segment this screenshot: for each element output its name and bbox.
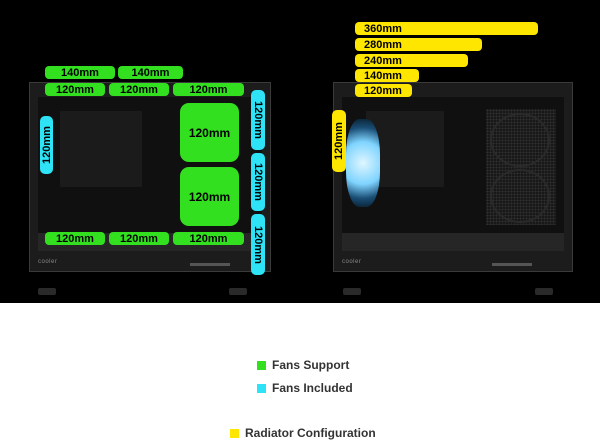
bottom-fan-120-label-3: 120mm bbox=[173, 232, 244, 245]
bottom-fan-120-label-2: 120mm bbox=[109, 232, 169, 245]
front-fan-120-label-2: 120mm bbox=[180, 167, 239, 226]
legend-label: Fans Support bbox=[272, 358, 350, 372]
front-fan-included-label-2: 120mm bbox=[251, 153, 265, 211]
radiator-swatch bbox=[230, 428, 239, 438]
top-fan-120-label-3: 120mm bbox=[173, 83, 244, 96]
radiator-360-label: 360mm bbox=[355, 22, 538, 35]
fans-included-swatch bbox=[257, 383, 266, 393]
fans-support-swatch bbox=[257, 360, 266, 370]
radiator-140-label: 140mm bbox=[355, 69, 419, 82]
legend-label: Fans Included bbox=[272, 381, 353, 395]
top-fan-140-label-1: 140mm bbox=[45, 66, 115, 79]
radiator-240-label: 240mm bbox=[355, 54, 468, 67]
top-fan-120-label-2: 120mm bbox=[109, 83, 169, 96]
product-hero: cooler 140mm 140mm 120mm 120mm 120mm 120… bbox=[0, 0, 600, 303]
front-fan-included-label-1: 120mm bbox=[251, 90, 265, 150]
radiator-120-label: 120mm bbox=[355, 84, 412, 97]
bottom-fan-120-label-1: 120mm bbox=[45, 232, 105, 245]
case-brand-logo: cooler bbox=[38, 259, 58, 265]
front-fan-120-label-1: 120mm bbox=[180, 103, 239, 162]
legend-fans-included: Fans Included bbox=[257, 381, 353, 395]
right-case: cooler bbox=[333, 82, 573, 272]
top-fan-120-label-1: 120mm bbox=[45, 83, 105, 96]
case-brand-logo: cooler bbox=[342, 259, 362, 265]
radiator-280-label: 280mm bbox=[355, 38, 482, 51]
rear-led-fan bbox=[346, 119, 380, 207]
front-fan-included-label-3: 120mm bbox=[251, 214, 265, 275]
legend-fans-support: Fans Support bbox=[257, 358, 349, 372]
top-fan-140-label-2: 140mm bbox=[118, 66, 183, 79]
legend-radiator-configuration: Radiator Configuration bbox=[230, 426, 376, 440]
legend-label: Radiator Configuration bbox=[245, 426, 376, 440]
rear-radiator-120-label: 120mm bbox=[332, 110, 346, 172]
rear-fan-included-label: 120mm bbox=[40, 116, 53, 174]
